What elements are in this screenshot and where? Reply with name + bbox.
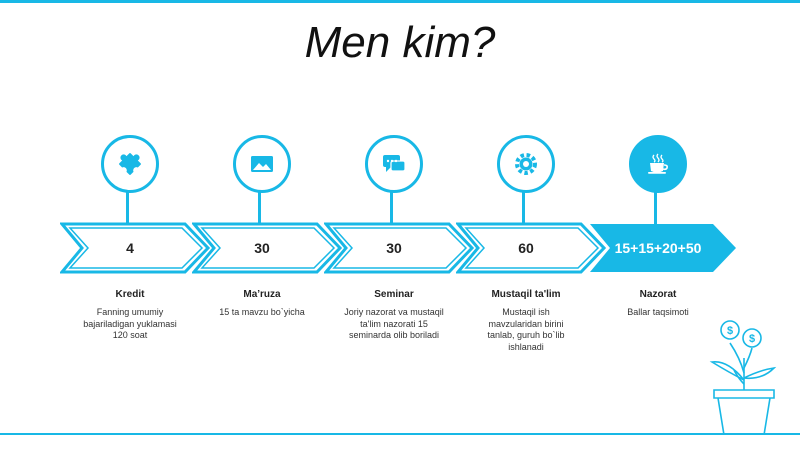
timeline-step-seminar: 30 Seminar Joriy nazorat va mustaqil ta'… — [324, 0, 474, 449]
connector-stem — [258, 190, 261, 225]
svg-text:$: $ — [749, 333, 755, 345]
step-label: Ma’ruza — [243, 289, 281, 300]
connector-stem — [654, 190, 657, 225]
chevron-arrow — [324, 222, 474, 274]
connector-stem — [126, 190, 129, 225]
step-label: Kredit — [115, 289, 145, 300]
step-icon-circle — [497, 135, 555, 193]
chevron-arrow-filled — [590, 224, 736, 272]
timeline-step-kredit: 4 Kredit Fanning umumiy bajariladigan yu… — [60, 0, 210, 449]
step-description: Ballar taqsimoti — [627, 307, 689, 317]
puzzle-icon — [119, 153, 141, 175]
page-title: Men kim? — [304, 18, 496, 67]
step-value: 60 — [518, 240, 534, 256]
step-icon-circle — [101, 135, 159, 193]
connector-stem — [390, 190, 393, 225]
step-description: Joriy nazorat va mustaqil ta'lim nazorat… — [344, 307, 444, 340]
step-value: 30 — [254, 240, 270, 256]
chevron-arrow — [192, 222, 342, 274]
step-value: 30 — [386, 240, 402, 256]
timeline-step-nazorat: 15+15+20+50 Nazorat Ballar taqsimoti — [588, 0, 736, 449]
chevron-arrow — [60, 222, 210, 274]
connector-stem — [522, 190, 525, 225]
step-description: 15 ta mavzu bo`yicha — [219, 307, 305, 317]
step-label: Nazorat — [639, 289, 677, 300]
step-icon-circle — [629, 135, 687, 193]
image-icon — [251, 156, 273, 172]
step-icon-circle — [365, 135, 423, 193]
gear-icon — [515, 153, 537, 175]
svg-text:$: $ — [727, 325, 733, 337]
step-value: 15+15+20+50 — [614, 240, 702, 256]
timeline-step-mustaqil-talim: 60 Mustaqil ta'lim Mustaqil ish mavzular… — [456, 0, 606, 449]
coffee-cup-icon — [648, 153, 668, 174]
step-value: 4 — [126, 240, 134, 256]
bottom-accent-line — [0, 433, 800, 435]
timeline-step-maruza: 30 Ma’ruza 15 ta mavzu bo`yicha — [192, 0, 342, 449]
step-description: Mustaqil ish mavzularidan birini tanlab,… — [487, 307, 565, 352]
chevron-arrow — [456, 222, 606, 274]
chat-icon — [383, 155, 406, 172]
money-plant-icon: $ $ — [709, 320, 777, 435]
step-label: Seminar — [374, 289, 414, 300]
step-label: Mustaqil ta'lim — [491, 289, 561, 300]
step-description: Fanning umumiy bajariladigan yuklamasi 1… — [83, 307, 177, 340]
top-accent-bar — [0, 0, 800, 3]
step-icon-circle — [233, 135, 291, 193]
